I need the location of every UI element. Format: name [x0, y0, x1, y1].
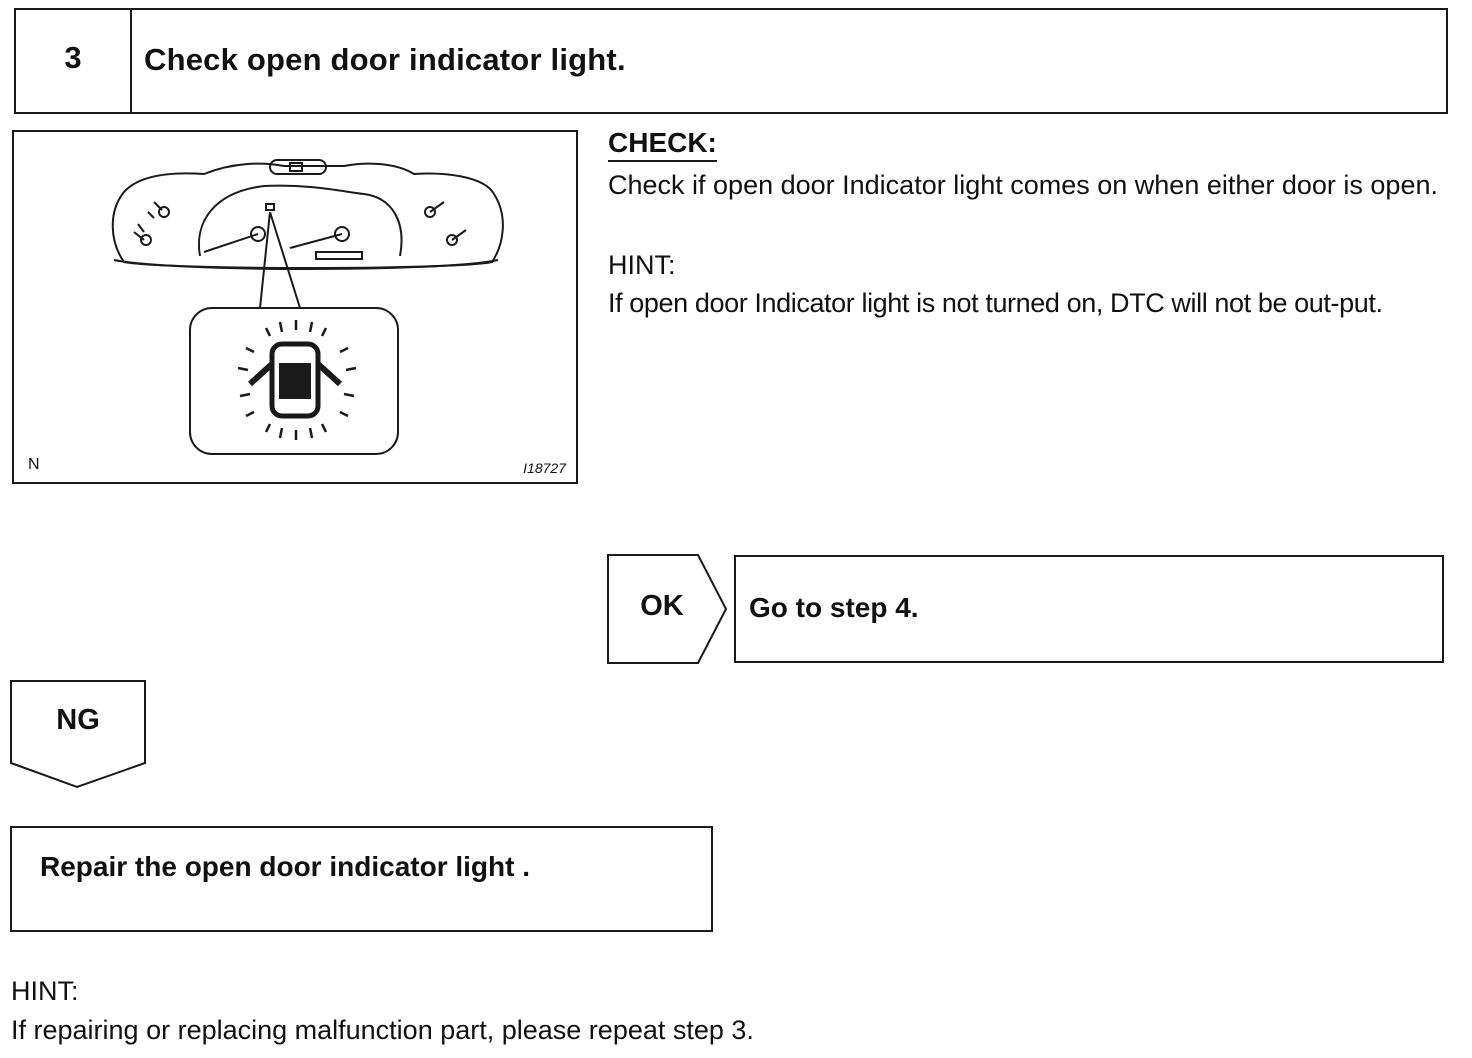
ng-label: NG: [56, 704, 100, 736]
step-header: 3 Check open door indicator light.: [14, 8, 1448, 114]
figure-panel: N I18727: [12, 130, 578, 484]
instrument-cluster-illustration: [111, 159, 504, 455]
figure-corner-mark: N: [28, 456, 40, 473]
repair-action-box: Repair the open door indicator light .: [10, 826, 713, 932]
step-number: 3: [64, 40, 82, 75]
ok-label: OK: [640, 590, 684, 622]
hint-label: HINT:: [608, 250, 676, 280]
step-title: Check open door indicator light.: [144, 42, 626, 77]
figure-code: I18727: [523, 460, 566, 476]
ng-arrow-shape: [10, 680, 146, 789]
ok-action-text: Go to step 4.: [749, 592, 919, 623]
bottom-hint-text: If repairing or replacing malfunction pa…: [11, 1015, 754, 1045]
ok-arrow-shape: [607, 554, 728, 664]
check-text: Check if open door Indicator light comes…: [608, 170, 1438, 200]
check-label: CHECK:: [608, 126, 717, 162]
step-number-cell: 3: [16, 10, 132, 112]
bottom-hint-label: HINT:: [11, 976, 79, 1006]
repair-action-text: Repair the open door indicator light .: [40, 851, 531, 882]
hint-text: If open door Indicator light is not turn…: [608, 288, 1383, 318]
ok-action-box: Go to step 4.: [734, 555, 1444, 663]
